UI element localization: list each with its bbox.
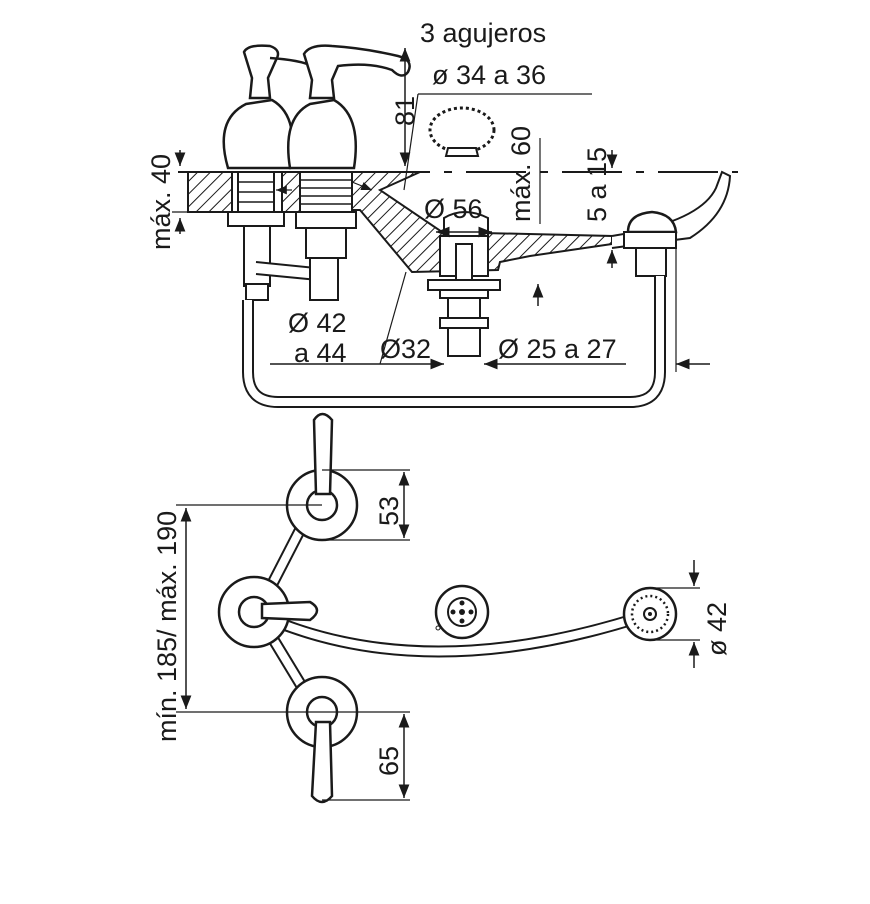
basin-section (351, 171, 613, 274)
spray-top (622, 586, 678, 642)
label-diam-25-27: Ø 25 a 27 (498, 334, 617, 364)
drain-top (434, 584, 490, 640)
valve-top-middle (217, 575, 319, 649)
label-diam-42-b: a 44 (294, 338, 347, 368)
label-diam-32: Ø32 (380, 334, 431, 364)
top-view (176, 412, 700, 804)
bidet-spray-assembly (242, 210, 678, 408)
stopper-chain (428, 106, 496, 157)
label-diam-56: Ø 56 (424, 194, 483, 224)
label-diam-42-top: ø 42 (702, 602, 732, 656)
label-diam-42-a: Ø 42 (288, 308, 347, 338)
countertop-section (187, 171, 233, 213)
side-dimensions (172, 48, 710, 372)
label-range-5-15: 5 a 15 (582, 147, 612, 222)
label-max-60: máx. 60 (506, 126, 536, 222)
label-spacing: mín. 185/ máx. 190 (152, 511, 182, 742)
side-view (172, 44, 738, 408)
left-valve (222, 44, 320, 301)
label-holes: 3 agujeros (420, 18, 546, 48)
valve-top-lower (285, 675, 359, 804)
top-dimensions (176, 469, 700, 801)
label-max-40: máx. 40 (146, 154, 176, 250)
middle-valve (286, 44, 411, 301)
label-dim-53: 53 (374, 496, 404, 526)
label-dim-65: 65 (374, 746, 404, 776)
valve-top-upper (285, 412, 359, 542)
countertop-section-mid (281, 171, 301, 213)
label-hole-diameter: ø 34 a 36 (432, 60, 546, 90)
label-height-81: 81 (390, 96, 420, 126)
